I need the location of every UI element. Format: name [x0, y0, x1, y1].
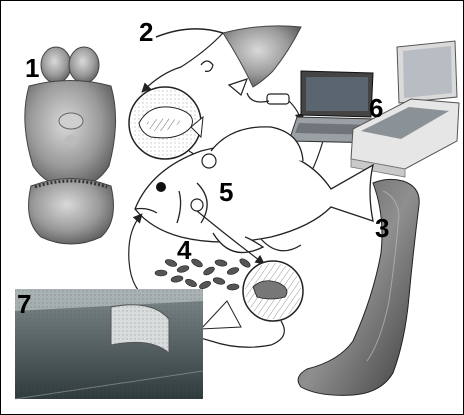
juvenile-fish-outline [201, 301, 241, 329]
fish-eye [156, 182, 166, 192]
panel-number-4: 4 [177, 237, 191, 263]
panel-number-1: 1 [25, 55, 39, 81]
panel-number-2: 2 [139, 19, 153, 45]
shark-fin [156, 26, 301, 87]
panel-number-6: 6 [369, 95, 383, 121]
ultrasonic-tank [15, 289, 203, 399]
panel-number-7: 7 [17, 291, 31, 317]
fish-organ-marker-mid [191, 199, 203, 211]
fish-organ-marker-top [202, 154, 216, 168]
panel-number-5: 5 [219, 179, 233, 205]
eggs-cluster [155, 257, 252, 290]
cross-section-circle [243, 261, 303, 321]
panel-number-3: 3 [375, 215, 389, 241]
